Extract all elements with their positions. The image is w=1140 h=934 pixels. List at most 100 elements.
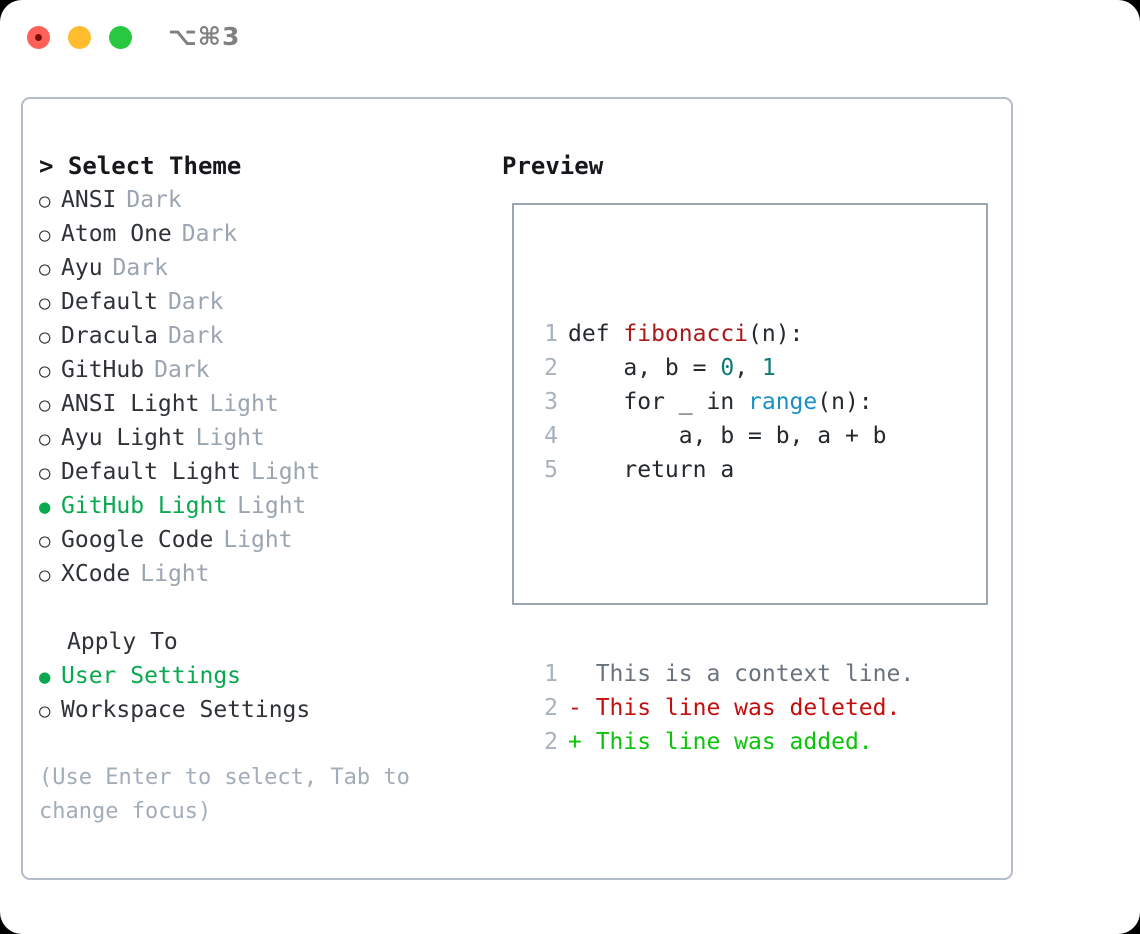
line-number: 2: [544, 355, 558, 381]
theme-option-ansi[interactable]: ○ ANSI Dark: [39, 183, 489, 217]
radio-selected-icon: ●: [39, 496, 51, 518]
theme-option-dracula[interactable]: ○ Dracula Dark: [39, 319, 489, 353]
window-controls: [27, 26, 132, 49]
theme-name: GitHub: [61, 357, 145, 383]
theme-name: ANSI: [61, 187, 117, 213]
diff-line-context: 1 This is a context line.: [528, 657, 914, 691]
theme-variant-badge: Dark: [181, 221, 238, 247]
keyboard-hint: (Use Enter to select, Tab to change focu…: [39, 765, 410, 824]
maximize-button-icon[interactable]: [109, 26, 132, 49]
theme-name: ANSI Light: [61, 391, 200, 417]
theme-option-github-light[interactable]: ● GitHub Light Light: [39, 489, 489, 523]
theme-variant-badge: Light: [237, 493, 307, 519]
apply-to-list: ● User Settings ○ Workspace Settings: [39, 659, 489, 727]
token-plain: (n):: [748, 321, 804, 347]
token-call: range: [748, 389, 818, 415]
radio-unselected-icon: ○: [39, 564, 51, 586]
theme-variant-badge: Light: [223, 527, 293, 553]
theme-name: GitHub Light: [61, 493, 228, 519]
theme-variant-badge: Light: [140, 561, 210, 587]
code-line: 4 a, b = b, a + b: [528, 419, 914, 453]
code-text: for _ in range(n):: [558, 385, 873, 419]
token-plain: return a: [568, 457, 735, 483]
minimize-button-icon[interactable]: [68, 26, 91, 49]
token-plain: a, b = b, a + b: [568, 423, 887, 449]
close-button-icon[interactable]: [27, 26, 50, 49]
diff-sample: 1 This is a context line.2- This line wa…: [528, 657, 914, 759]
token-plain: (n):: [817, 389, 873, 415]
theme-variant-badge: Dark: [167, 323, 224, 349]
line-number: 1: [544, 321, 558, 347]
token-num: 0: [720, 355, 735, 381]
diff-text: This is a context line.: [568, 661, 915, 687]
theme-option-xcode[interactable]: ○ XCode Light: [39, 557, 489, 591]
apply-to-option-user-settings[interactable]: ● User Settings: [39, 659, 489, 693]
code-text: a, b = 0, 1: [558, 351, 776, 385]
code-line: 2 a, b = 0, 1: [528, 351, 914, 385]
token-plain: def: [568, 321, 624, 347]
radio-unselected-icon: ○: [39, 360, 51, 382]
line-number: 1: [544, 661, 558, 687]
diff-line-del: 2- This line was deleted.: [528, 691, 914, 725]
radio-unselected-icon: ○: [39, 530, 51, 552]
theme-variant-badge: Light: [209, 391, 279, 417]
window-title: ⌥⌘3: [168, 22, 241, 51]
token-plain: for _ in: [568, 389, 749, 415]
theme-option-atom-one[interactable]: ○ Atom One Dark: [39, 217, 489, 251]
theme-variant-badge: Light: [251, 459, 321, 485]
code-spacer: [528, 555, 914, 589]
spacer: [39, 591, 489, 625]
theme-name: Ayu: [61, 255, 103, 281]
theme-name: XCode: [61, 561, 131, 587]
code-line: 5 return a: [528, 453, 914, 487]
radio-unselected-icon: ○: [39, 462, 51, 484]
theme-name: Google Code: [61, 527, 214, 553]
radio-unselected-icon: ○: [39, 700, 51, 722]
theme-variant-badge: Light: [195, 425, 265, 451]
line-number: 2: [544, 729, 558, 755]
token-num: 1: [761, 355, 776, 381]
radio-unselected-icon: ○: [39, 292, 51, 314]
radio-unselected-icon: ○: [39, 258, 51, 280]
line-number: 3: [544, 389, 558, 415]
apply-to-option-workspace-settings[interactable]: ○ Workspace Settings: [39, 693, 489, 727]
token-plain: ,: [734, 355, 762, 381]
theme-option-ayu[interactable]: ○ Ayu Dark: [39, 251, 489, 285]
token-plain: a, b =: [568, 355, 721, 381]
line-number: 5: [544, 457, 558, 483]
radio-unselected-icon: ○: [39, 190, 51, 212]
theme-variant-badge: Dark: [112, 255, 168, 281]
theme-variant-badge: Dark: [126, 187, 182, 213]
radio-unselected-icon: ○: [39, 326, 51, 348]
diff-line-add: 2+ This line was added.: [528, 725, 914, 759]
theme-option-google-code[interactable]: ○ Google Code Light: [39, 523, 489, 557]
apply-to-label: User Settings: [61, 663, 242, 689]
apply-to-label: Workspace Settings: [61, 697, 311, 723]
theme-name: Dracula: [61, 323, 158, 349]
line-number: 2: [544, 695, 558, 721]
theme-variant-badge: Dark: [167, 289, 224, 315]
theme-name: Ayu Light: [61, 425, 186, 451]
preview-heading: Preview: [502, 152, 604, 180]
apply-to-heading: Apply To: [67, 629, 178, 655]
theme-name: Atom One: [61, 221, 172, 247]
radio-unselected-icon: ○: [39, 224, 51, 246]
code-line: 3 for _ in range(n):: [528, 385, 914, 419]
code-text: return a: [558, 453, 734, 487]
select-theme-heading: > Select Theme: [39, 152, 242, 180]
radio-selected-icon: ●: [39, 666, 51, 688]
